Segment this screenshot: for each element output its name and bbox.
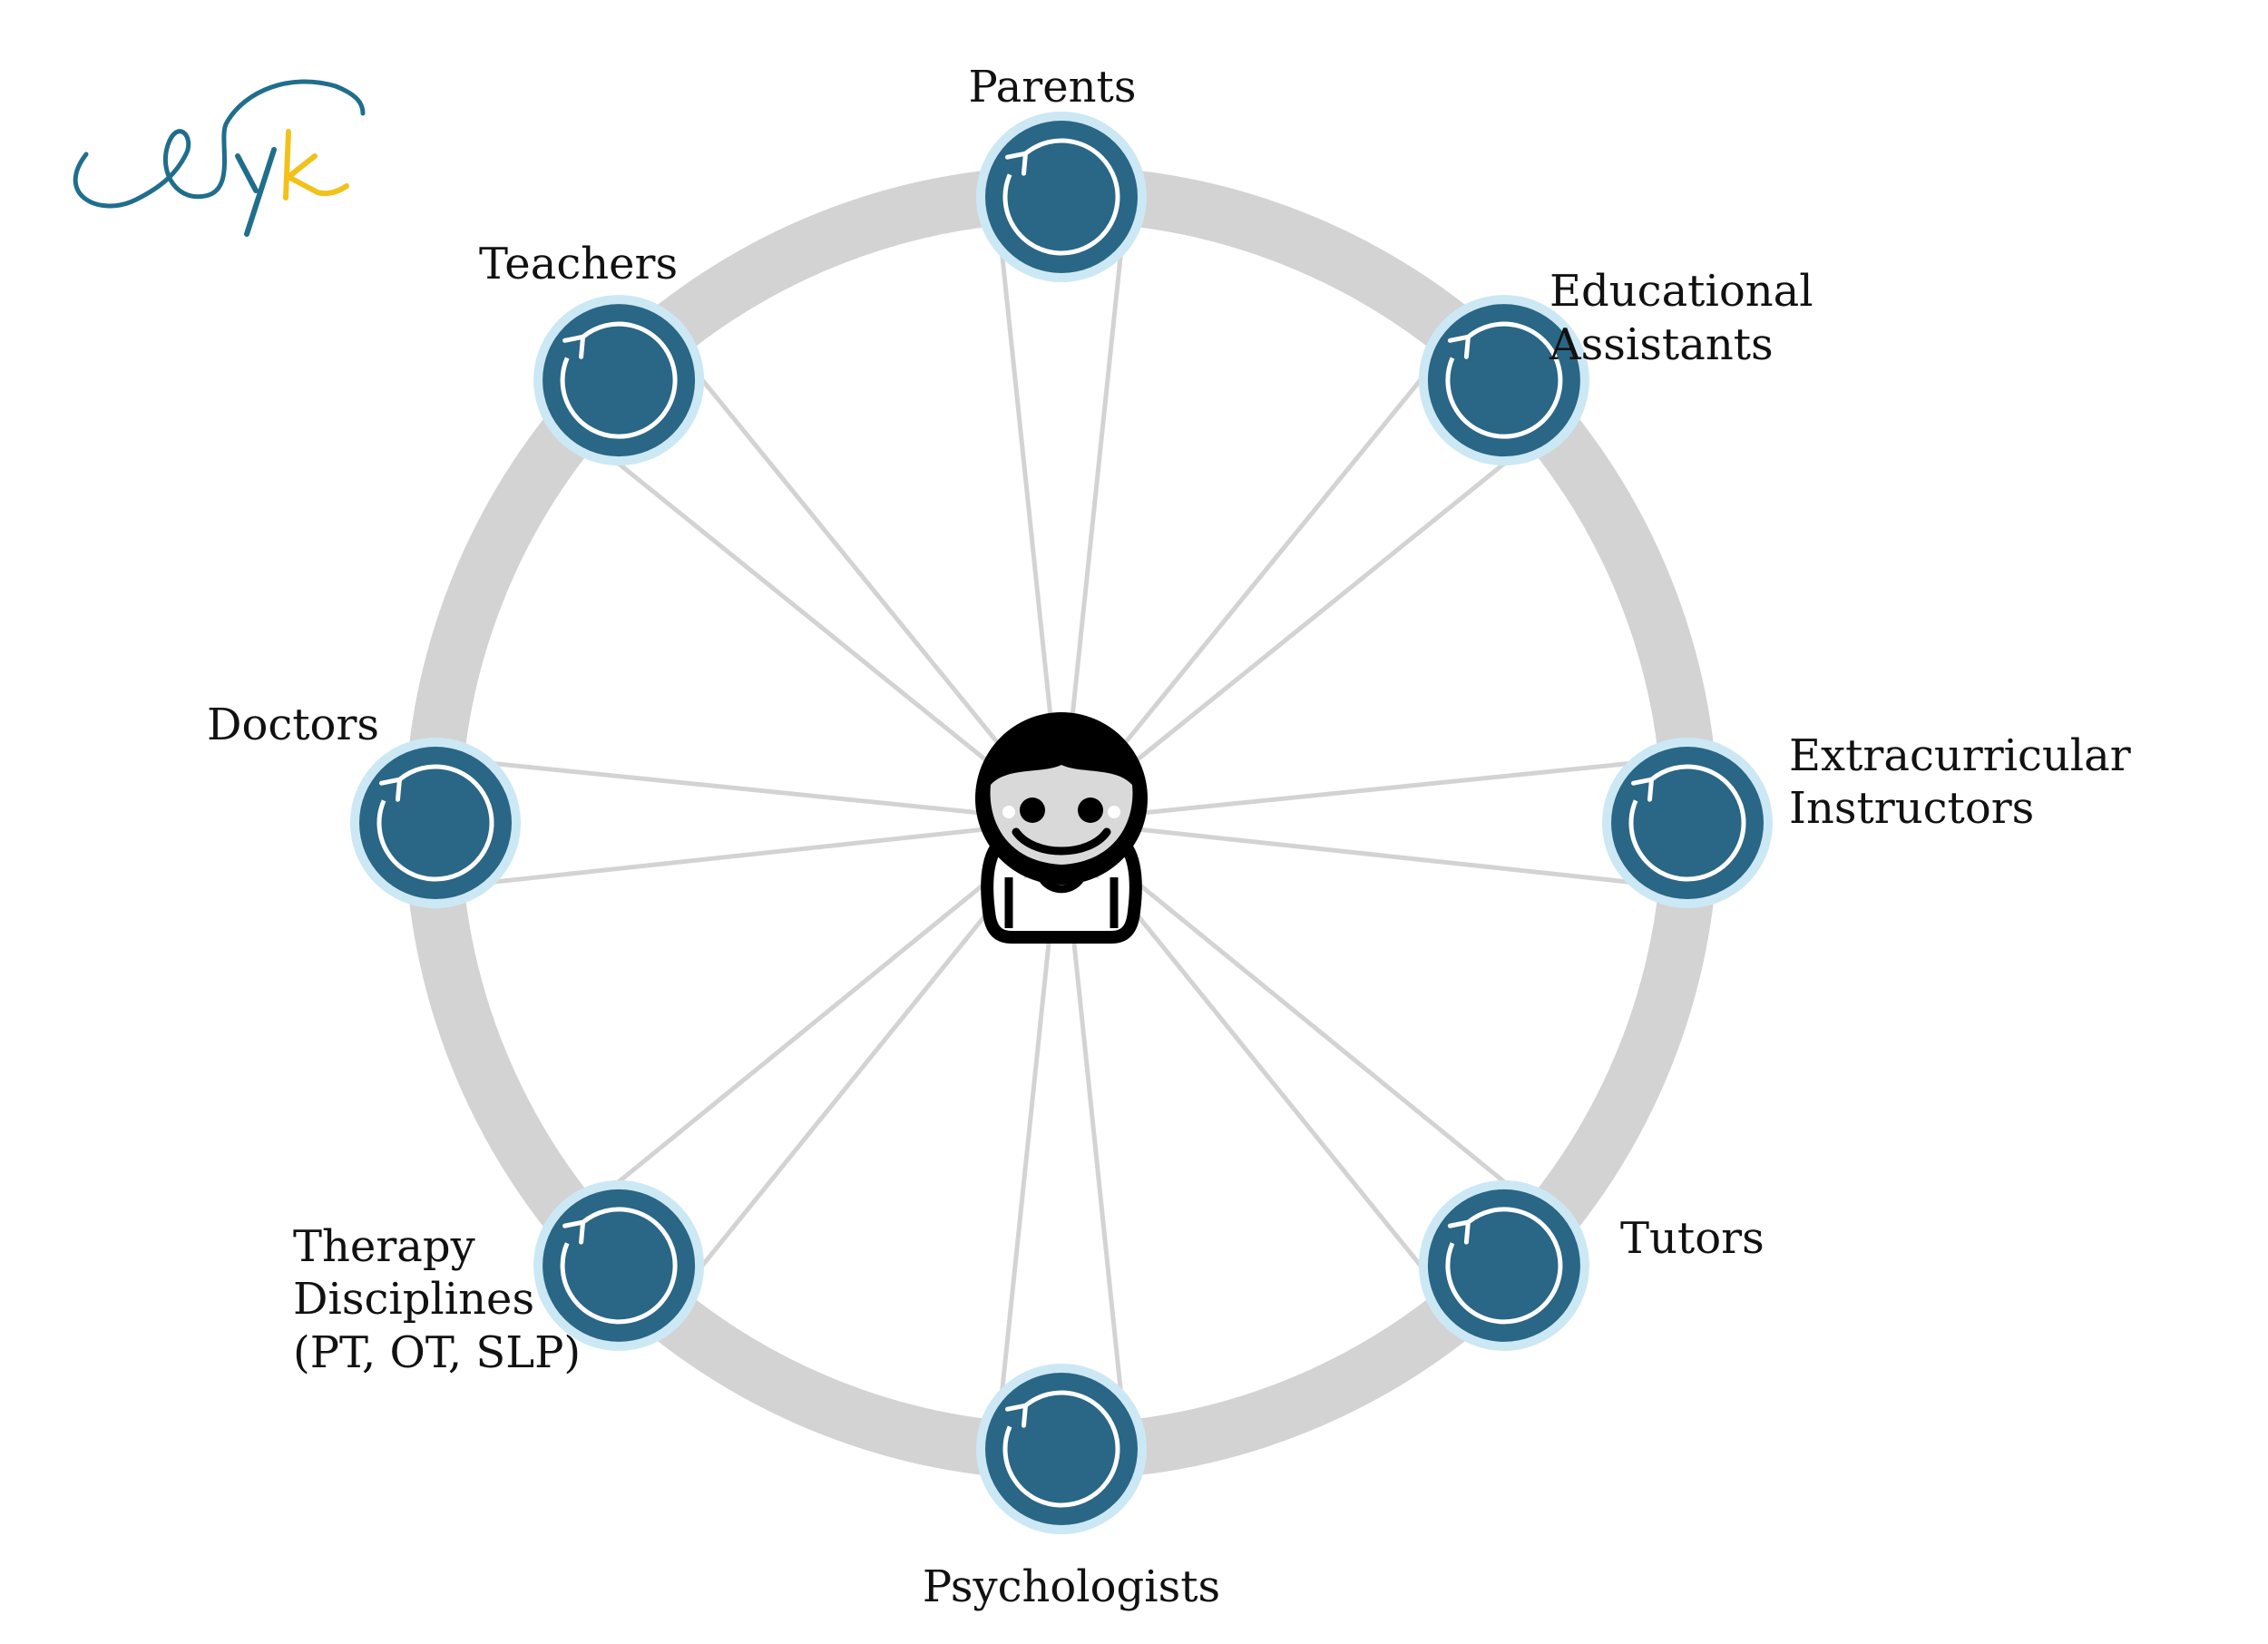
- label-teachers-line-1: Teachers: [479, 239, 678, 289]
- spoke-doctors-2: [435, 755, 1062, 824]
- node-psychologists: [976, 1364, 1147, 1534]
- label-therapy-line-2: Disciplines: [293, 1274, 534, 1325]
- label-extracurricular-instructors: Extracurricular Instructors: [1789, 730, 2131, 834]
- spoke-educational-assistants-2: [1060, 425, 1552, 823]
- label-psychologists: Psychologists: [923, 1561, 1220, 1612]
- node-teachers: [533, 295, 705, 466]
- node-educational-assistants: [1418, 295, 1589, 466]
- spoke-extracurricular-instructors-1: [1061, 755, 1688, 824]
- logo-letter-y: [235, 147, 277, 237]
- refresh-cycle-icon: [560, 321, 678, 439]
- label-therapy-disciplines: Therapy Disciplines (PT, OT, SLP): [293, 1221, 581, 1378]
- spoke-doctors-1: [435, 818, 1062, 891]
- node-disc: [543, 304, 696, 457]
- label-extracurricular-line-1: Extracurricular: [1789, 730, 2131, 781]
- figure-eye-right: [1078, 798, 1103, 823]
- label-tutors-line-1: Tutors: [1620, 1213, 1765, 1264]
- spoke-educational-assistants-1: [1060, 332, 1460, 823]
- label-educational-assistants: Educational Assistants: [1549, 266, 1813, 370]
- node-parents: [976, 112, 1147, 282]
- refresh-cycle-icon: [1445, 1207, 1563, 1325]
- refresh-cycle-icon: [1445, 321, 1563, 439]
- refresh-arrowhead-icon: [562, 334, 586, 359]
- refresh-arrowhead-icon: [1630, 777, 1654, 802]
- refresh-cycle-icon: [1002, 138, 1120, 256]
- label-teachers: Teachers: [479, 239, 678, 289]
- label-doctors-line-1: Doctors: [207, 700, 379, 750]
- label-therapy-line-3: (PT, OT, SLP): [293, 1327, 581, 1378]
- spoke-teachers-2: [663, 332, 1063, 823]
- refresh-arrowhead-icon: [1447, 1219, 1471, 1245]
- figure-smile: [1012, 827, 1111, 856]
- role-nodes: [350, 112, 1773, 1534]
- spoke-therapy-disciplines-2: [571, 819, 1063, 1221]
- refresh-arrowhead-icon: [562, 1219, 586, 1245]
- label-parents-line-1: Parents: [969, 62, 1137, 113]
- refresh-cycle-icon: [1628, 764, 1746, 882]
- label-parents: Parents: [969, 62, 1137, 113]
- refresh-cycle-icon: [560, 1207, 678, 1325]
- node-extracurricular-instructors: [1602, 738, 1773, 908]
- label-extracurricular-line-2: Instructors: [1789, 783, 2034, 834]
- label-educational-assistants-line-2: Assistants: [1549, 319, 1774, 370]
- refresh-arrowhead-icon: [1004, 1403, 1028, 1428]
- refresh-arrowhead-icon: [1004, 151, 1028, 176]
- label-educational-assistants-line-1: Educational: [1549, 266, 1813, 317]
- node-therapy-disciplines: [533, 1179, 705, 1351]
- label-doctors: Doctors: [207, 700, 379, 750]
- figure-eye-left: [1020, 798, 1045, 823]
- label-psychologists-line-1: Psychologists: [923, 1561, 1220, 1612]
- refresh-arrowhead-icon: [1447, 334, 1471, 359]
- figure-cheek-right: [1108, 806, 1120, 818]
- yk-logo: [73, 79, 366, 237]
- child-figure-icon: [975, 712, 1148, 944]
- refresh-cycle-icon: [376, 764, 494, 882]
- node-disc: [985, 121, 1138, 273]
- node-tutors: [1418, 1179, 1589, 1351]
- node-disc: [1427, 1189, 1580, 1342]
- spoke-lines: [435, 196, 1688, 1450]
- spoke-teachers-1: [571, 425, 1063, 823]
- node-disc: [543, 1189, 696, 1342]
- spoke-extracurricular-instructors-2: [1061, 818, 1688, 891]
- node-doctors: [350, 738, 521, 908]
- node-disc: [359, 747, 512, 899]
- figure-cheek-left: [1002, 806, 1015, 818]
- node-disc: [1611, 747, 1764, 899]
- label-tutors: Tutors: [1620, 1213, 1765, 1264]
- figure-chin: [1039, 876, 1084, 894]
- node-disc: [985, 1373, 1138, 1525]
- refresh-cycle-icon: [1002, 1390, 1120, 1508]
- refresh-arrowhead-icon: [378, 777, 402, 802]
- logo-swoosh: [73, 79, 366, 209]
- spoke-tutors-1: [1060, 819, 1552, 1221]
- logo-letter-k: [283, 129, 349, 201]
- label-therapy-line-1: Therapy: [293, 1221, 475, 1272]
